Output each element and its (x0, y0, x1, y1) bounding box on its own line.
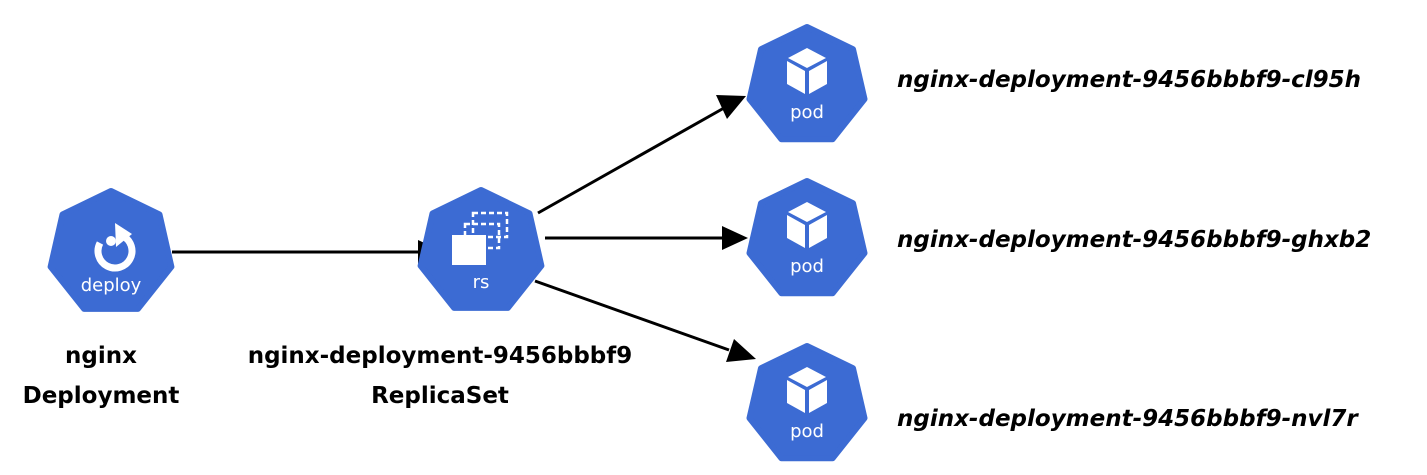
arrowhead-pod-2 (722, 226, 748, 250)
pod-heptagon (746, 24, 868, 143)
deployment-icon (94, 223, 136, 272)
deployment-node: deploy (47, 188, 175, 312)
pod-name-label: nginx-deployment-9456bbbf9-ghxb2 (897, 227, 1371, 253)
cube-icon (787, 367, 827, 413)
replicaset-kind-label: ReplicaSet (371, 383, 509, 409)
pod-heptagon (746, 343, 868, 462)
edge-replicaset-to-pod-3 (534, 279, 730, 352)
cube-icon (787, 48, 827, 94)
arrowhead-pod-1 (716, 95, 746, 119)
pod-heptagon (746, 178, 868, 297)
deployment-kind-label: Deployment (23, 383, 180, 409)
deployment-name-label: nginx (65, 343, 137, 369)
pod-node: pod (746, 343, 868, 462)
arrowhead-pod-3 (726, 339, 756, 362)
replicaset-icon-label: rs (473, 272, 490, 293)
pod-name-label: nginx-deployment-9456bbbf9-nvl7r (897, 406, 1359, 432)
replicaset-name-label: nginx-deployment-9456bbbf9 (248, 343, 633, 369)
replicaset-node: rs (417, 187, 545, 311)
pod-icon-label: pod (790, 256, 824, 277)
pod-icon-label: pod (790, 421, 824, 442)
pod-icon-label: pod (790, 102, 824, 123)
replicaset-icon (452, 211, 509, 265)
pod-node: pod (746, 24, 868, 143)
deployment-icon-label: deploy (81, 275, 142, 296)
edge-replicaset-to-pod-1 (537, 106, 725, 215)
deployment-heptagon (47, 188, 175, 312)
pod-name-label: nginx-deployment-9456bbbf9-cl95h (897, 67, 1361, 93)
cube-icon (787, 202, 827, 248)
pod-node: pod (746, 178, 868, 297)
